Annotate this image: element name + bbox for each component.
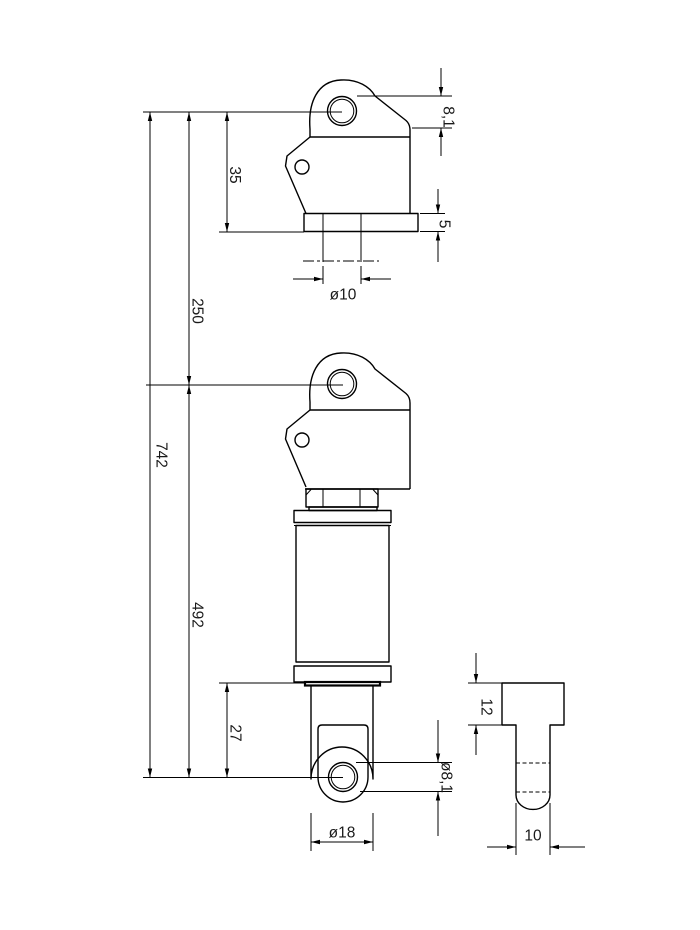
bracket-eye-hole-inner [329, 98, 355, 124]
arrowhead-up [224, 112, 230, 121]
dim-dia8_1-label: ø8,1 [438, 762, 455, 793]
arrowhead-left [550, 844, 559, 850]
dim-35-label: 35 [226, 166, 243, 183]
bracket-small-hole [294, 159, 310, 175]
arrowhead-up [435, 231, 441, 241]
arrowhead-right [507, 844, 516, 850]
assembly-eye-hole-inner [329, 371, 355, 397]
arrowhead-up [186, 385, 192, 394]
dim-5-label: 5 [436, 220, 453, 229]
arrowhead-left [311, 839, 320, 845]
arrowhead-right [314, 276, 323, 282]
dim-dia10-label: ø10 [330, 287, 357, 304]
side-pin-silhouette [501, 682, 565, 811]
arrowhead-down [435, 204, 441, 214]
arrowhead-down [224, 768, 230, 778]
cylinder-top-cap [293, 509, 392, 524]
arrowhead-down [186, 376, 192, 385]
arrowhead-down [224, 223, 230, 232]
arrowhead-up [186, 112, 192, 121]
dim-742-label: 742 [153, 442, 170, 468]
assembly-small-hole [294, 432, 310, 448]
arrowhead-down [147, 768, 153, 778]
arrowhead-down [435, 753, 441, 763]
arrowhead-up [147, 112, 153, 121]
arrowhead-up [438, 128, 444, 137]
dim-10-label: 10 [524, 828, 542, 845]
dim-8_1-label: 8,1 [440, 106, 457, 128]
assembly-bracket-lower-left-outline [284, 409, 311, 488]
bracket-eye-hole-outer [326, 95, 358, 127]
assembly-view [284, 352, 411, 803]
rod-end-flange [303, 680, 382, 687]
bracket-detail-view [284, 79, 419, 262]
rod-end-slot [317, 724, 369, 803]
bracket-upper-outline [309, 79, 411, 214]
dimension-annotations: 742 250 492 35 27 8,1 5 [143, 68, 585, 855]
dim-27-label: 27 [227, 724, 244, 741]
cylinder-body [295, 524, 390, 663]
bracket-lower-left-outline [284, 136, 311, 214]
assembly-bracket-upper-outline [309, 352, 411, 489]
hex-chamfer-left [305, 489, 312, 496]
arrowhead-down [438, 87, 444, 96]
arrowhead-right [364, 839, 373, 845]
assembly-eye-hole-outer [326, 368, 358, 400]
hex-chamfer-right [372, 489, 379, 496]
arrowhead-down [186, 768, 192, 778]
arrowhead-up [224, 683, 230, 692]
dim-250-label: 250 [189, 298, 206, 324]
arrowhead-down [473, 674, 479, 683]
cylinder-bottom-cap [293, 665, 392, 683]
rod-end-outer [310, 685, 374, 780]
arrowhead-left [361, 276, 370, 282]
arrowhead-up [435, 791, 441, 801]
hex-nut [305, 488, 379, 508]
arrowhead-up [473, 725, 479, 734]
dim-492-label: 492 [189, 602, 206, 628]
dim-dia18-label: ø18 [329, 825, 356, 842]
rod-end-side-view [501, 682, 565, 811]
dim-12-label: 12 [478, 698, 495, 715]
